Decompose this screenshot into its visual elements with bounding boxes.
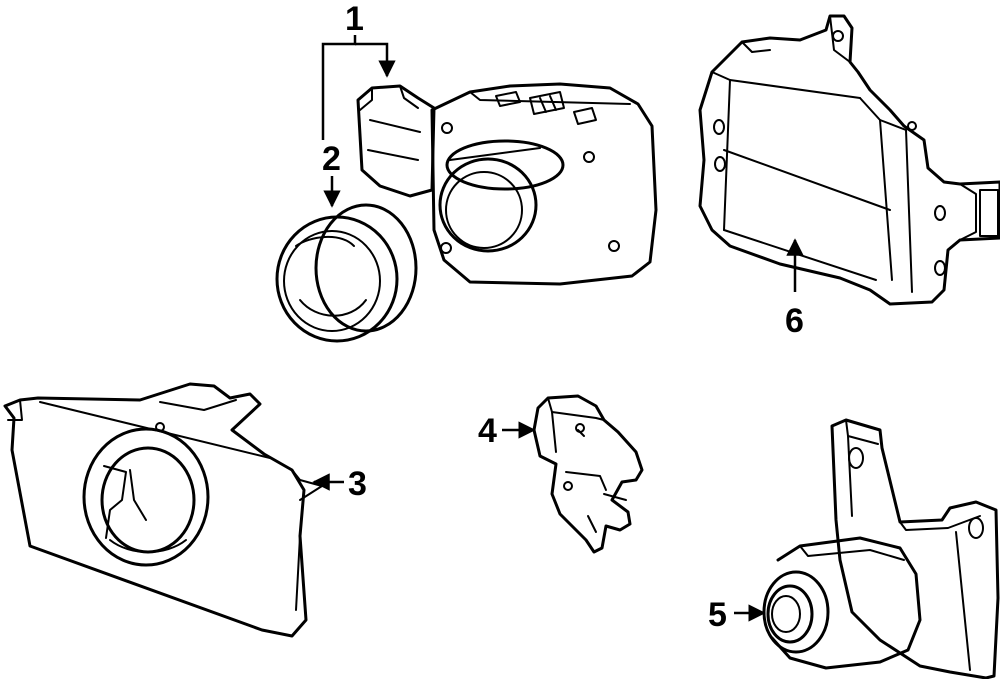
callout-4: 4 <box>478 412 497 450</box>
callout-3: 3 <box>348 465 367 503</box>
sensor-bezel-part-3 <box>3 382 323 638</box>
camera-bracket-part-5 <box>762 418 1000 679</box>
callout-1: 1 <box>345 0 364 38</box>
callout-6: 6 <box>785 302 804 340</box>
small-sensor-part-4 <box>532 394 644 554</box>
callout-5: 5 <box>708 596 727 634</box>
control-module-part-6 <box>698 14 1000 306</box>
callout-2: 2 <box>322 140 341 178</box>
retainer-ring-part-2 <box>275 203 418 343</box>
leader-lines <box>312 35 804 622</box>
parking-sensor-part-1 <box>356 82 658 286</box>
